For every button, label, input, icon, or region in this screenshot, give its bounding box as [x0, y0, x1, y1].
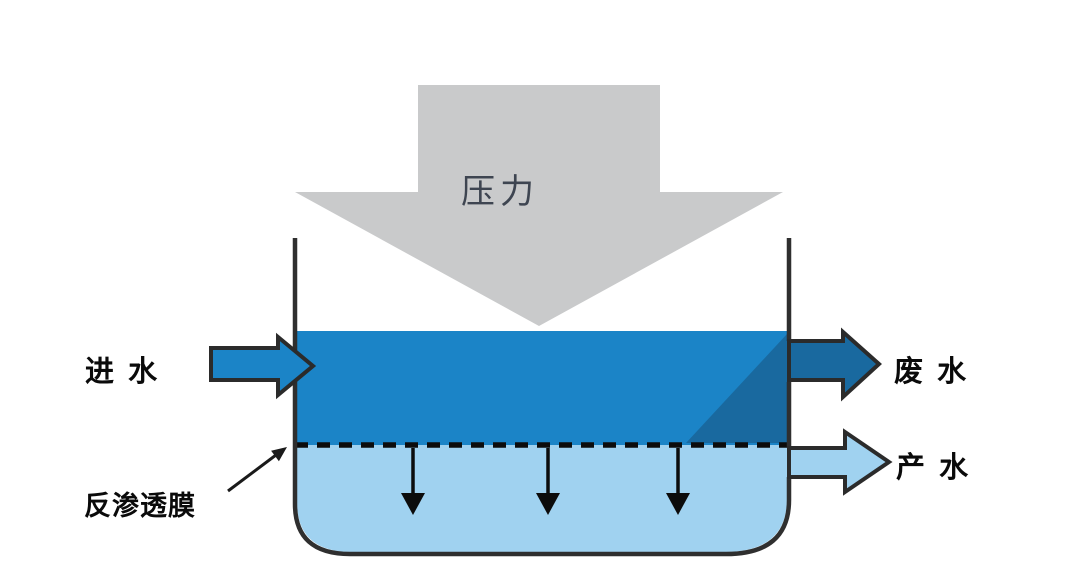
permeate-flow-arrow — [666, 448, 690, 515]
tank-left-bottom-wall — [292, 238, 792, 557]
membrane-pointer-arrowhead-icon — [271, 447, 287, 462]
membrane-pointer-line — [227, 453, 277, 493]
permeate-arrow-head-icon — [666, 493, 690, 515]
waste-water-label: 废 水 — [894, 354, 968, 388]
product-outlet-arrow-icon — [787, 428, 893, 496]
pressure-down-arrow-icon — [295, 85, 783, 326]
permeate-arrow-head-icon — [536, 493, 560, 515]
permeate-flow-arrow — [401, 448, 425, 515]
permeate-arrow-head-icon — [401, 493, 425, 515]
feed-inlet-arrow-icon — [209, 332, 317, 400]
concentrate-triangle-fill — [686, 334, 787, 443]
pressure-label: 压力 — [461, 172, 539, 212]
waste-outlet-arrow-icon — [787, 327, 882, 402]
permeate-flow-arrow — [536, 448, 560, 515]
membrane-label: 反渗透膜 — [84, 490, 196, 522]
product-water-label: 产 水 — [896, 450, 970, 484]
feed-water-label: 进 水 — [85, 354, 159, 388]
